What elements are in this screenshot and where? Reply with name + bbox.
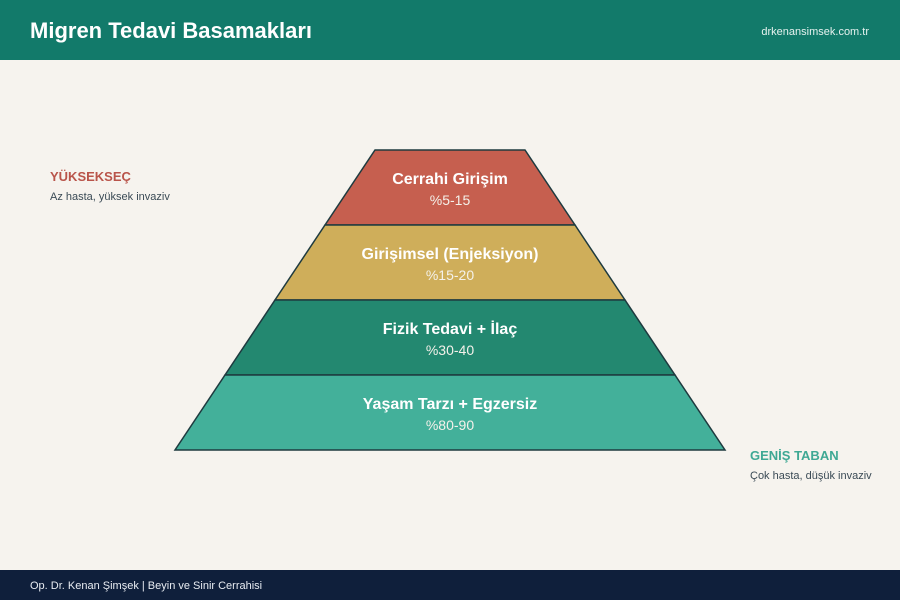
pyramid-level-title: Fizik Tedavi + İlaç — [383, 320, 518, 338]
pyramid-level-range: %80-90 — [426, 417, 474, 433]
pyramid-level-range: %5-15 — [430, 192, 471, 208]
pyramid-level-title: Cerrahi Girişim — [392, 171, 508, 188]
page-title: Migren Tedavi Basamakları — [30, 18, 313, 43]
top-note-label: YÜKSEKSEÇ — [50, 169, 131, 184]
footer-bar: Op. Dr. Kenan Şimşek | Beyin ve Sinir Ce… — [0, 570, 900, 600]
footer-text: Op. Dr. Kenan Şimşek | Beyin ve Sinir Ce… — [30, 580, 263, 592]
pyramid-level-range: %15-20 — [426, 267, 474, 283]
bottom-note-label: GENİŞ TABAN — [750, 448, 839, 463]
pyramid-level-title: Yaşam Tarzı + Egzersiz — [363, 396, 537, 413]
site-url: drkenansimsek.com.tr — [761, 26, 869, 38]
top-note-description: Az hasta, yüksek invaziv — [50, 191, 170, 203]
pyramid-level-range: %30-40 — [426, 342, 474, 358]
pyramid-level-4 — [173, 374, 727, 451]
bottom-note: GENİŞ TABAN Çok hasta, düşük invaziv — [750, 448, 872, 482]
pyramid-level-title: Girişimsel (Enjeksiyon) — [362, 246, 539, 263]
bottom-note-description: Çok hasta, düşük invaziv — [750, 470, 872, 482]
header-bar: Migren Tedavi Basamakları drkenansimsek.… — [0, 0, 900, 60]
top-note: YÜKSEKSEÇ Az hasta, yüksek invaziv — [50, 169, 170, 203]
